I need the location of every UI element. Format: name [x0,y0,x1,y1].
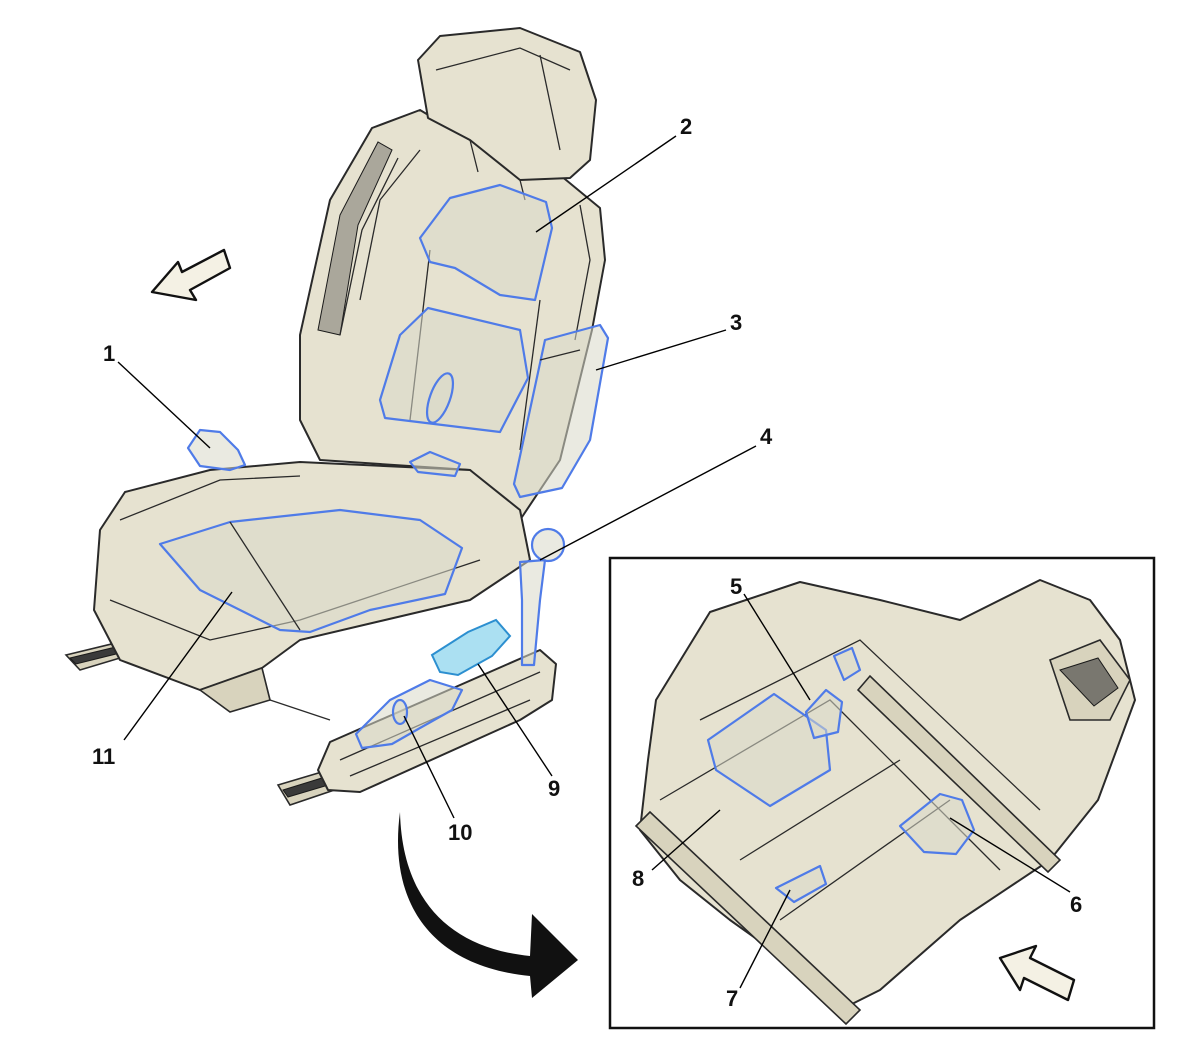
seat-side-trim [317,649,557,793]
callout-11: 11 [92,744,115,769]
leader-11 [123,591,233,741]
leader-7 [739,889,791,989]
leader-8 [651,809,721,871]
callout-2: 2 [680,114,692,139]
seat-module-connector [804,688,844,740]
switch-knob [391,698,409,726]
leader-10 [403,715,455,819]
direction-arrow-icon [998,944,1076,1002]
leader-lines [117,135,1071,989]
seat-module-bracket [832,646,862,682]
callout-3: 3 [730,310,742,335]
recliner-adjuster [518,558,547,667]
headrest [417,27,597,201]
rotate-view-arrow-icon [398,812,578,998]
recliner-knob [530,527,566,563]
callout-7: 7 [726,986,738,1011]
lumbar-slot [425,372,455,424]
callout-1: 1 [103,341,115,366]
leader-5 [743,593,811,701]
callout-4: 4 [760,424,773,449]
leader-2 [535,135,677,233]
callout-8: 8 [632,866,644,891]
direction-arrow-icon [150,248,232,302]
callout-5: 5 [730,574,742,599]
main-seat-illustration [64,27,610,806]
leader-9 [477,663,553,777]
callout-10: 10 [448,820,472,845]
seat-control-module [706,692,832,808]
lumbar-support-panel [378,306,530,434]
seat-back-upper-module [418,183,554,302]
seat-ventilation-blower [898,792,976,856]
leader-1 [117,361,211,449]
underside-inset [608,556,1156,1030]
leader-4 [539,445,757,561]
callout-9: 9 [548,776,560,801]
seat-adjust-motor [430,618,512,677]
callout-6: 6 [1070,892,1082,917]
seat-cushion-heater-mat [158,508,464,634]
seat-adjust-switch [354,678,464,750]
leader-6 [949,817,1071,893]
seat-back-side-panel [512,323,610,499]
leader-3 [595,329,727,371]
callout-labels: 1 2 3 4 5 6 7 8 9 10 11 [92,114,1082,1011]
lumbar-module-bracket [408,450,462,478]
